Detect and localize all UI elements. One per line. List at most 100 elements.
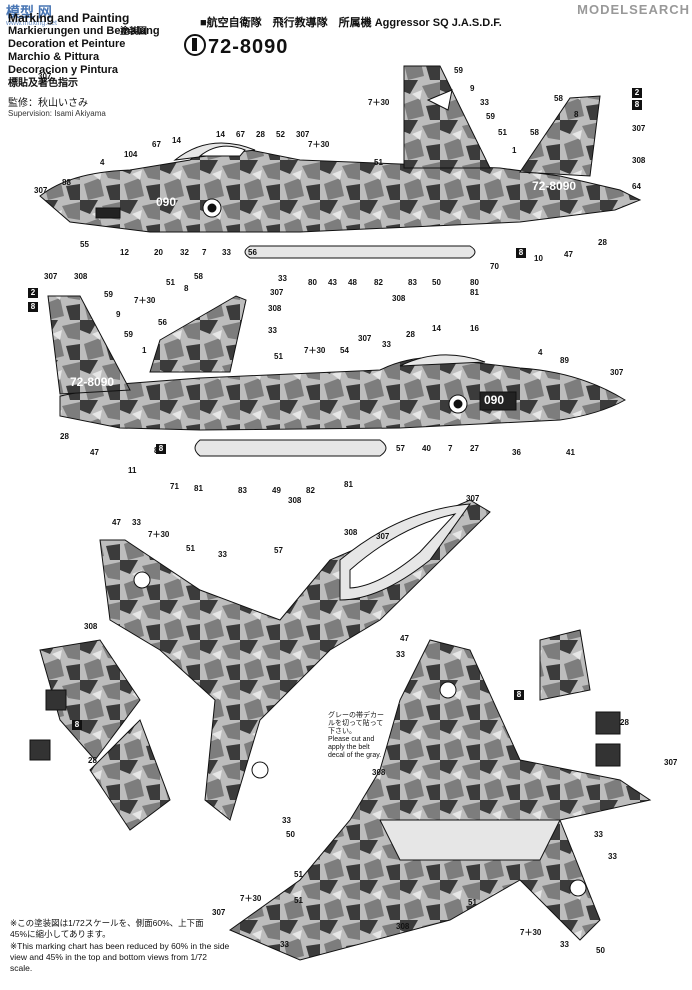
callout-number: 307 xyxy=(358,334,372,343)
callout-number: 33 xyxy=(278,274,287,283)
bottom-view xyxy=(228,629,652,961)
callout-number: 47 xyxy=(112,518,121,527)
callout-number: 48 xyxy=(348,278,357,287)
callout-number: 7＋30 xyxy=(148,530,170,539)
modelsearch-watermark: MODELSEARCH xyxy=(577,2,690,17)
callout-number: 14 xyxy=(216,130,225,139)
header-line-en: Marking and Painting xyxy=(8,11,130,25)
gray-belt-note-en: Please cut and apply the belt decal of t… xyxy=(328,736,382,759)
callout-number: 51 xyxy=(468,898,477,907)
callout-number: 4 xyxy=(100,158,105,167)
callout-number: 67 xyxy=(152,140,161,149)
callout-number: 307 xyxy=(34,186,48,195)
callout-box: 8 xyxy=(72,720,82,730)
callout-number: 55 xyxy=(80,240,89,249)
gray-belt-note: グレーの帯デカールを切って貼って下さい。 Please cut and appl… xyxy=(328,712,388,760)
callout-number: 4 xyxy=(538,348,543,357)
callout-number: 57 xyxy=(396,444,405,453)
callout-number: 50 xyxy=(596,946,605,955)
callout-number: 33 xyxy=(268,326,277,335)
tail-fin-detail-1 xyxy=(403,65,491,169)
callout-number: 28 xyxy=(60,432,69,441)
callout-number: 7＋30 xyxy=(240,894,262,903)
callout-number: 9 xyxy=(116,310,121,319)
site-watermark-url: www.moxing.net xyxy=(6,20,57,27)
header-line-fr: Decoration et Peinture xyxy=(8,38,126,50)
callout-number: 47 xyxy=(564,250,573,259)
supervision-jp: 監修：秋山いさみ xyxy=(8,98,88,109)
callout-number: 7 xyxy=(448,444,453,453)
callout-number: 54 xyxy=(340,346,349,355)
supervision-en: Supervision: Isami Akiyama xyxy=(8,109,106,118)
callout-number: 27 xyxy=(470,444,479,453)
callout-number: 308 xyxy=(288,496,302,505)
callout-number: 51 xyxy=(498,128,507,137)
callout-number: 51 xyxy=(294,896,303,905)
callout-number: 307 xyxy=(632,124,646,133)
callout-box: 8 xyxy=(632,100,642,110)
nose-number-side-2: 090 xyxy=(484,393,504,407)
callout-number: 59 xyxy=(104,290,113,299)
callout-number: 50 xyxy=(286,830,295,839)
callout-number: 50 xyxy=(432,278,441,287)
callout-number: 33 xyxy=(132,518,141,527)
callout-number: 10 xyxy=(534,254,543,263)
callout-number: 307 xyxy=(610,368,624,377)
nose-number-side-1: 090 xyxy=(156,195,176,209)
callout-number: 51 xyxy=(374,158,383,167)
callout-number: 49 xyxy=(272,486,281,495)
callout-number: 59 xyxy=(486,112,495,121)
callout-number: 307 xyxy=(376,532,390,541)
callout-number: 83 xyxy=(408,278,417,287)
callout-number: 28 xyxy=(598,238,607,247)
callout-number: 58 xyxy=(530,128,539,137)
callout-number: 47 xyxy=(90,448,99,457)
header-line-it: Marchio & Pittura xyxy=(8,51,100,63)
callout-number: 308 xyxy=(396,922,410,931)
callout-number: 307 xyxy=(296,130,310,139)
callout-number: 58 xyxy=(554,94,563,103)
callout-number: 7＋30 xyxy=(304,346,326,355)
callout-box: 8 xyxy=(28,302,38,312)
callout-number: 59 xyxy=(454,66,463,75)
callout-number: 307 xyxy=(212,908,226,917)
callout-number: 33 xyxy=(280,940,289,949)
side-view-right: 090 72-8090 xyxy=(47,295,626,457)
callout-number: 7＋30 xyxy=(134,296,156,305)
callout-number: 83 xyxy=(238,486,247,495)
callout-number: 33 xyxy=(480,98,489,107)
site-watermark: 模型 网 xyxy=(6,4,52,20)
callout-number: 308 xyxy=(74,272,88,281)
callout-box: 8 xyxy=(516,248,526,258)
callout-number: 51 xyxy=(166,278,175,287)
callout-number: 64 xyxy=(632,182,641,191)
header-line-de: Markierungen und Bemalung xyxy=(8,25,160,37)
callout-number: 32 xyxy=(180,248,189,257)
callout-number: 51 xyxy=(274,352,283,361)
callout-number: 7＋30 xyxy=(308,140,330,149)
callout-number: 88 xyxy=(62,178,71,187)
header-languages: Marking and Painting Markierungen und Be… xyxy=(8,11,198,119)
callout-number: 307 xyxy=(38,72,52,81)
callout-number: 104 xyxy=(124,150,138,159)
header-line-es: Decoracion y Pintura xyxy=(8,64,119,76)
callout-number: 33 xyxy=(282,816,291,825)
callout-number: 307 xyxy=(466,494,480,503)
callout-number: 67 xyxy=(236,130,245,139)
callout-number: 51 xyxy=(294,870,303,879)
callout-number: 7＋30 xyxy=(520,928,542,937)
header-line-zh: 標貼及著色指示 xyxy=(8,78,78,89)
callout-number: 12 xyxy=(120,248,129,257)
callout-number: 40 xyxy=(422,444,431,453)
callout-number: 308 xyxy=(392,294,406,303)
callout-number: 7 xyxy=(202,248,207,257)
callout-number: 7＋30 xyxy=(368,98,390,107)
scale-note-jp: ※この塗装図は1/72スケールを、側面60%、上下面45%に縮小してあります。 xyxy=(10,918,204,939)
callout-number: 70 xyxy=(490,262,499,271)
tail-code-side-2: 72-8090 xyxy=(70,375,114,389)
callout-number: 59 xyxy=(124,330,133,339)
callout-number: 28 xyxy=(256,130,265,139)
top-view xyxy=(29,499,491,831)
callout-number: 82 xyxy=(306,486,315,495)
callout-number: 307 xyxy=(270,288,284,297)
